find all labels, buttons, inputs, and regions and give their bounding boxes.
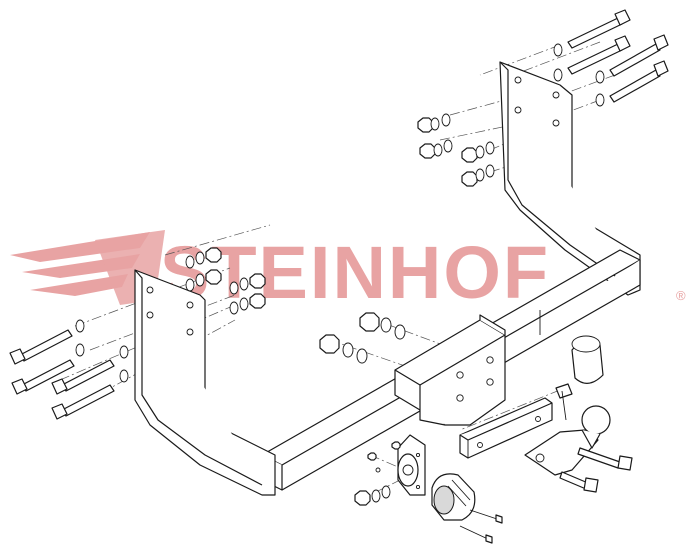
socket-bracket-plate [397,434,426,496]
bolt [609,60,669,103]
socket-small-nuts [354,441,401,506]
brand-wordmark: STEINHOF [160,231,550,314]
bolt [9,329,73,365]
socket-screws [459,509,503,544]
socket-mounting-plate [459,397,553,459]
bolt [51,359,115,395]
registered-mark: ® [676,288,686,303]
center-nut-washer-set [319,312,406,364]
bolt [609,34,669,77]
bolt [51,384,115,420]
left-bracket-bolts [9,319,129,420]
right-bracket-bolts [553,9,669,107]
bolt [567,9,631,49]
right-nut-washer-set [417,113,495,187]
tow-ball-cap [571,335,604,384]
center-receiver-bracket [394,314,506,426]
ball-mount-bolt [555,383,573,421]
bolt [11,359,75,395]
left-mounting-bracket [134,269,276,496]
tow-ball-neck [524,405,611,476]
right-mounting-bracket [499,61,641,296]
nut-stack-upper [417,113,453,159]
nut-stack-lower [461,141,495,187]
bolt [567,35,631,75]
left-nut-washer-set [185,247,266,315]
ball-fixing-bolts [559,447,633,493]
electrical-socket [431,473,476,521]
